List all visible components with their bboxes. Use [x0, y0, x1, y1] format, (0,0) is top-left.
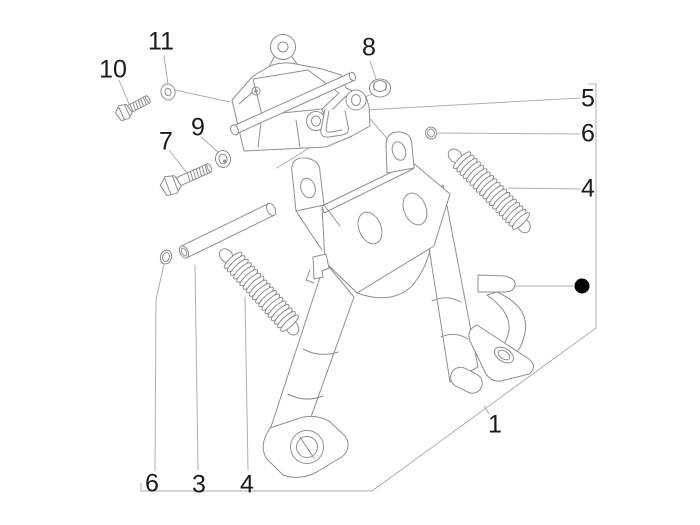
callout-6-right: 6	[581, 119, 595, 148]
callout-5: 5	[581, 84, 595, 113]
leader-lines	[118, 55, 581, 472]
callout-3: 3	[192, 470, 206, 499]
callout-4-right: 4	[581, 174, 595, 203]
cup-washer-11	[160, 83, 176, 101]
callout-11: 11	[148, 27, 174, 56]
callout-1: 1	[488, 410, 502, 439]
ring-6-bottom	[159, 249, 173, 265]
callout-4-bottom: 4	[240, 470, 254, 499]
callout-9: 9	[191, 113, 205, 142]
callout-8: 8	[362, 33, 376, 62]
callout-10: 10	[99, 55, 127, 84]
bolt-10	[114, 95, 151, 122]
return-spring-upper	[442, 140, 540, 240]
flanged-nut-8	[369, 78, 391, 98]
return-spring-lower	[213, 240, 309, 342]
bolt-7	[159, 163, 213, 197]
pivot-pin-tube	[178, 202, 277, 259]
washer-9	[214, 150, 232, 168]
mounting-bracket	[230, 34, 371, 152]
black-dot-marker-icon	[574, 278, 590, 294]
center-stand	[262, 131, 534, 478]
callout-6-bottom: 6	[145, 469, 159, 498]
ring-6-right	[424, 126, 438, 140]
callout-7: 7	[159, 127, 173, 156]
group-bracket-line	[140, 83, 597, 492]
